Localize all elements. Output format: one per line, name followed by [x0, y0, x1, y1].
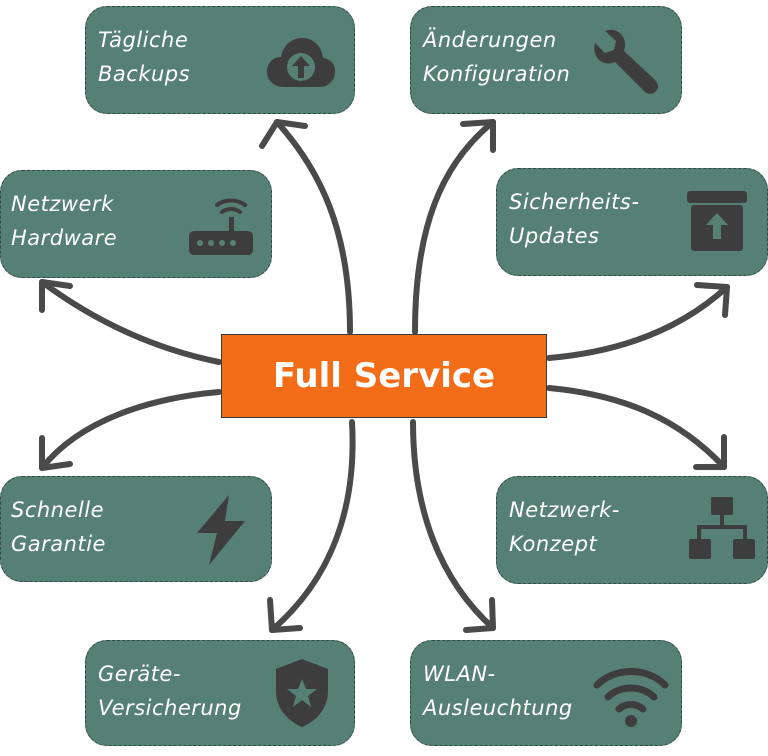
arrowhead-wlan	[463, 597, 496, 633]
arrow-to-insurance	[269, 419, 356, 633]
arrowhead-insurance	[267, 597, 303, 633]
shield-star-icon	[266, 657, 338, 729]
card-network-hardware: Netzwerk Hardware	[0, 170, 272, 278]
arrowhead-hardware	[39, 279, 73, 313]
card-security-updates: Sicherheits- Updates	[496, 168, 768, 276]
card-daily-backups: Tägliche Backups	[85, 6, 355, 114]
card-config-changes: Änderungen Konfiguration	[410, 6, 682, 114]
card-label: Schnelle Garantie	[11, 498, 106, 556]
card-label: Sicherheits- Updates	[509, 190, 640, 248]
card-label: Netzwerk- Konzept	[509, 498, 620, 556]
arrow-to-config	[412, 119, 496, 335]
box-upload-icon	[681, 187, 753, 259]
lightning-icon	[187, 493, 259, 565]
wifi-icon	[591, 661, 669, 733]
card-wlan-coverage: WLAN- Ausleuchtung	[410, 640, 682, 746]
card-label: Geräte- Versicherung	[98, 662, 242, 720]
card-fast-guarantee: Schnelle Garantie	[0, 476, 272, 582]
arrow-to-backups	[274, 119, 353, 335]
arrowhead-security	[694, 282, 730, 318]
card-label: Netzwerk Hardware	[11, 192, 118, 250]
cloud-upload-icon	[264, 27, 336, 99]
wrench-icon	[591, 25, 663, 97]
center-title: Full Service	[272, 356, 496, 396]
arrow-to-concept	[546, 385, 727, 470]
router-icon	[185, 189, 257, 261]
arrow-to-hardware	[39, 279, 222, 365]
arrow-to-security	[546, 284, 730, 361]
card-label: Änderungen Konfiguration	[423, 28, 571, 86]
arrowhead-guarantee	[39, 435, 73, 471]
card-label: Tägliche Backups	[98, 28, 191, 86]
network-tree-icon	[687, 495, 759, 567]
card-network-concept: Netzwerk- Konzept	[496, 476, 768, 584]
arrowhead-concept	[693, 434, 727, 470]
full-service-box: Full Service	[221, 334, 547, 418]
card-label: WLAN- Ausleuchtung	[423, 662, 573, 720]
arrow-to-guarantee	[39, 389, 222, 471]
arrow-to-wlan	[410, 419, 496, 631]
card-device-insurance: Geräte- Versicherung	[85, 640, 355, 746]
arrowhead-config	[460, 119, 496, 153]
arrowhead-backups	[259, 119, 308, 149]
